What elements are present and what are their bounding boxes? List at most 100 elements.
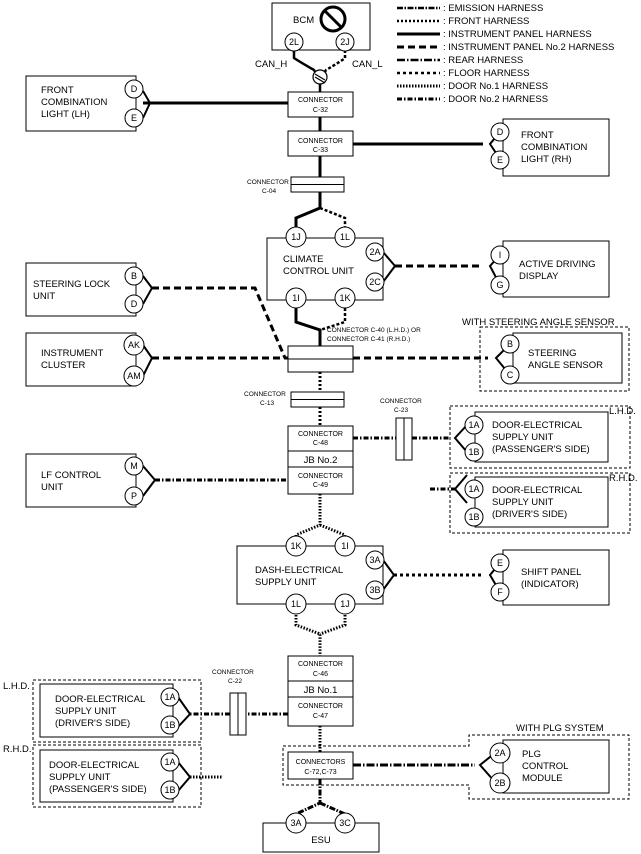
jb1-label: JB No.1 (304, 685, 338, 696)
text: ANGLE SENSOR (528, 360, 603, 371)
text: INSTRUMENT (41, 348, 103, 359)
text: CONNECTORS (296, 759, 346, 766)
pin-label: AM (127, 371, 141, 381)
text: C-33 (313, 147, 328, 154)
twisted-pair-icon (312, 69, 328, 85)
pin-1b (464, 442, 484, 462)
active-driving-display[interactable]: ACTIVE DRIVING DISPLAY I G (490, 240, 610, 298)
text: SUPPLY UNIT (55, 706, 117, 717)
bcm-module[interactable]: BCM 2L 2J (271, 2, 371, 52)
pin-label: 1K (339, 293, 350, 303)
text: (PASSENGER'S SIDE) (492, 444, 590, 455)
pin-1j (285, 226, 307, 248)
pin-label: 1A (468, 420, 479, 430)
pin-label: 1I (292, 293, 300, 303)
wire-lf-pins (142, 465, 157, 497)
pin-1b (160, 780, 180, 800)
wire-steering-lock-pins (142, 275, 154, 305)
connector-c32: CONNECTOR C-32 (287, 91, 354, 118)
legend-label: : FLOOR HARNESS (443, 68, 530, 79)
pin-1j (334, 593, 356, 615)
pin-1a (160, 752, 180, 772)
steering-lock-unit[interactable]: STEERING LOCK UNIT B D (25, 262, 144, 317)
text: CONNECTOR (380, 398, 422, 405)
pin-m (124, 456, 144, 476)
text: C-48 (313, 440, 328, 447)
pin-label: 2B (494, 778, 505, 788)
door-electrical-supply-unit-driver-top[interactable]: DOOR-ELECTRICAL SUPPLY UNIT (DRIVER'S SI… (464, 476, 609, 528)
front-combination-light-rh[interactable]: FRONT COMBINATION LIGHT (RH) D E (490, 118, 610, 177)
pin-1i (285, 287, 307, 309)
text: CONNECTOR (298, 473, 343, 480)
text: C-23 (394, 407, 408, 414)
pin-label: 1B (468, 447, 479, 457)
pin-ak (123, 334, 145, 356)
door-electrical-supply-unit-driver-bottom[interactable]: DOOR-ELECTRICAL SUPPLY UNIT (DRIVER'S SI… (39, 683, 180, 738)
pin-label: D (131, 84, 138, 94)
text: CONNECTOR (298, 703, 343, 710)
legend-label: : INSTRUMENT PANEL HARNESS (443, 29, 592, 40)
text: CLIMATE (283, 254, 323, 265)
pin-1l (334, 226, 356, 248)
pin-1b (160, 715, 180, 735)
plg-control-module[interactable]: PLG CONTROL MODULE 2A 2B (489, 739, 610, 794)
text: CONNECTOR C-41 (R.H.D.) (327, 336, 410, 343)
steering-angle-sensor[interactable]: STEERING ANGLE SENSOR B C (500, 332, 623, 385)
text: CLUSTER (41, 360, 85, 371)
rhd-label: R.H.D. (609, 473, 638, 484)
pin-1l (285, 593, 307, 615)
climate-control-unit[interactable]: CLIMATE CONTROL UNIT 1J 1L 2A 2C 1I 1K (266, 226, 385, 309)
bcm-pin-2j (335, 32, 355, 52)
pin-2a (489, 742, 511, 764)
lhd-label: L.H.D. (609, 406, 636, 417)
door-electrical-supply-unit-passenger-top[interactable]: DOOR-ELECTRICAL SUPPLY UNIT (PASSENGER'S… (464, 411, 609, 463)
connector-c49 (287, 466, 354, 495)
connectors-c72-c73: CONNECTORS C-72,C-73 (287, 751, 354, 780)
text: DISPLAY (519, 271, 559, 282)
text: FRONT (41, 85, 74, 96)
wire-c04-climate-1j (294, 192, 322, 228)
legend-label: : REAR HARNESS (443, 55, 523, 66)
text: DOOR-ELECTRICAL (49, 760, 139, 771)
legend-label: : EMISSION HARNESS (443, 3, 543, 14)
pin-1k (285, 535, 307, 557)
text: CONNECTOR (247, 179, 289, 186)
pin-e (490, 150, 510, 170)
wire-dash-1j-c46 (319, 615, 347, 636)
pin-label: E (131, 113, 137, 123)
pin-2a (365, 242, 385, 262)
lf-control-unit[interactable]: LF CONTROL UNIT M P (25, 453, 144, 508)
wire-climate-1k-c40 (319, 308, 347, 332)
legend: : EMISSION HARNESS : FRONT HARNESS : INS… (397, 3, 614, 105)
legend-label: : DOOR No.2 HARNESS (443, 94, 548, 105)
text: CONNECTOR (244, 391, 286, 398)
pin-am (123, 365, 145, 387)
text: LIGHT (RH) (521, 154, 572, 165)
text: CONNECTOR C-40 (L.H.D.) OR (327, 327, 421, 334)
esu-label: ESU (311, 835, 331, 846)
instrument-cluster[interactable]: INSTRUMENT CLUSTER AK AM (25, 332, 145, 387)
door-electrical-supply-unit-passenger-bottom[interactable]: DOOR-ELECTRICAL SUPPLY UNIT (PASSENGER'S… (39, 749, 180, 803)
wire-steering-lock-c40 (152, 286, 287, 359)
pin-label: 1K (290, 541, 301, 551)
with-plg-frame (282, 734, 630, 800)
text: SHIFT PANEL (521, 567, 581, 578)
text: C-47 (313, 713, 328, 720)
dash-electrical-supply-unit[interactable]: DASH-ELECTRICAL SUPPLY UNIT 1K 1I 3A 3B … (236, 535, 385, 615)
text: ACTIVE DRIVING (519, 259, 596, 270)
front-combination-light-lh[interactable]: FRONT COMBINATION LIGHT (LH) D E (25, 75, 144, 132)
pin-1k (334, 287, 356, 309)
wire-dsu-drv-bot-pins (177, 696, 192, 728)
text: LIGHT (LH) (41, 109, 90, 120)
pin-b (500, 334, 520, 354)
text: CONNECTOR (298, 431, 343, 438)
pin-label: 1J (340, 599, 350, 609)
shift-panel-indicator[interactable]: SHIFT PANEL (INDICATOR) E F (490, 549, 610, 606)
pin-label: D (131, 299, 138, 309)
esu[interactable]: ESU 3A 3C (262, 812, 380, 853)
text: C-49 (313, 482, 328, 489)
pin-label: G (496, 280, 503, 290)
text: (PASSENGER'S SIDE) (49, 784, 147, 795)
pin-label: C (507, 370, 514, 380)
